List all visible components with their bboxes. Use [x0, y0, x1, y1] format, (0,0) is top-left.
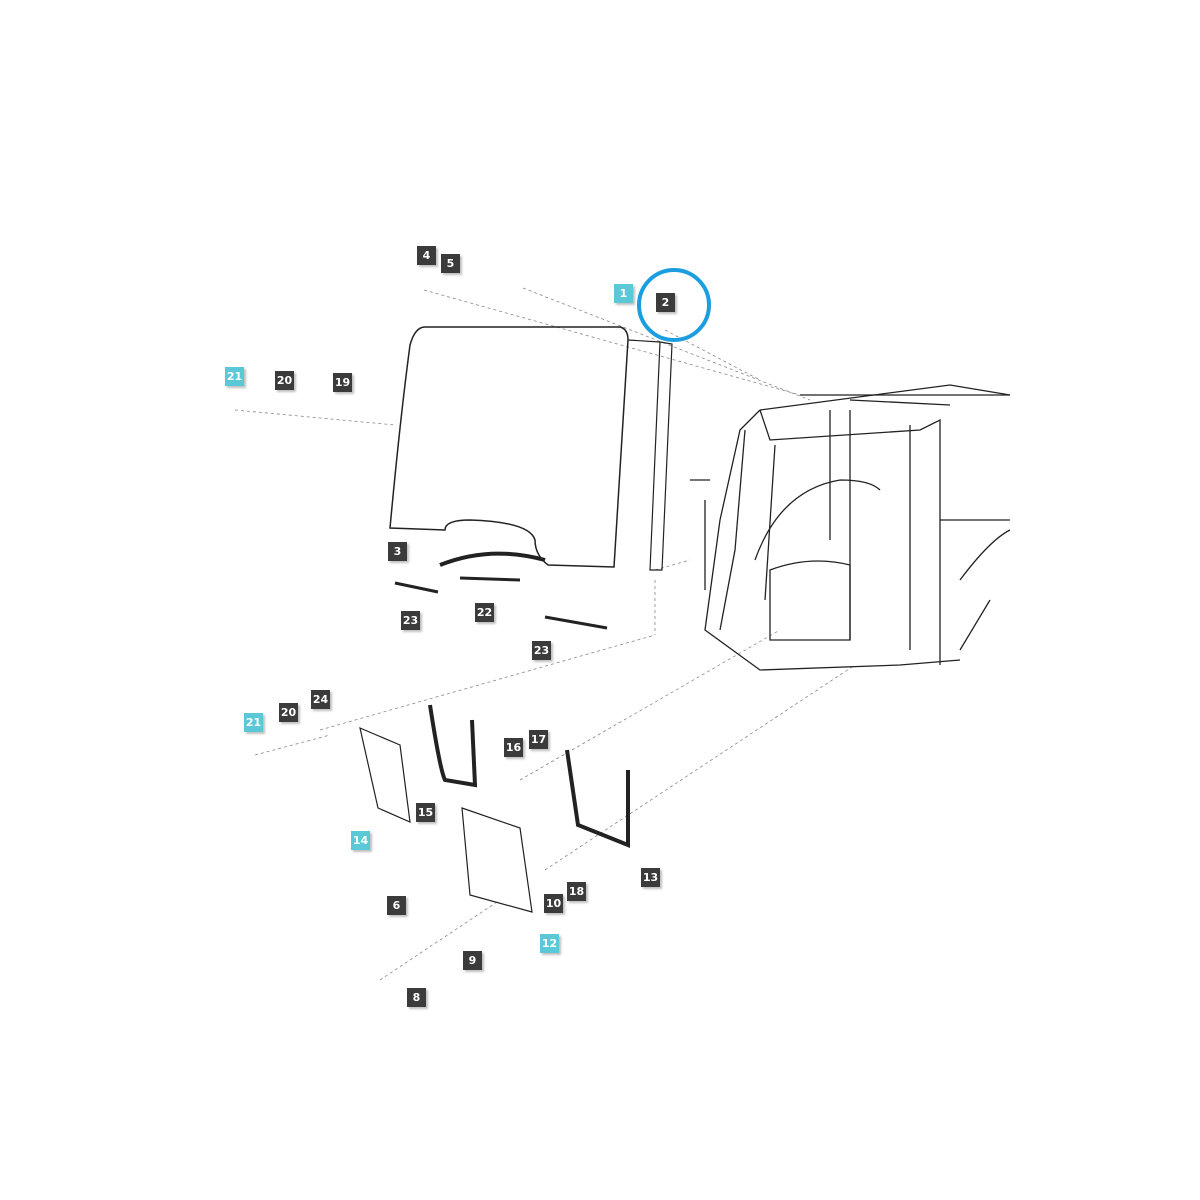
callout-label-18: 18 — [567, 882, 586, 901]
callout-label-15: 15 — [416, 803, 435, 822]
callout-label-2: 2 — [656, 293, 675, 312]
leader-lines — [234, 287, 856, 981]
callout-label-22: 22 — [475, 603, 494, 622]
callout-label-23: 23 — [401, 611, 420, 630]
callout-label-3: 3 — [388, 542, 407, 561]
callout-label-5: 5 — [441, 254, 460, 273]
callout-label-21: 21 — [244, 713, 263, 732]
callout-label-23: 23 — [532, 641, 551, 660]
side-glass-12 — [461, 807, 533, 913]
seal-13 — [565, 749, 630, 848]
side-glass-14 — [359, 726, 411, 823]
callout-label-21: 21 — [225, 367, 244, 386]
seal-strip — [649, 341, 673, 571]
callout-label-8: 8 — [407, 988, 426, 1007]
seal-15 — [428, 704, 478, 788]
cab-frame — [690, 384, 1011, 671]
callout-label-1: 1 — [614, 284, 633, 303]
callout-label-16: 16 — [504, 738, 523, 757]
rear-window-glass — [389, 326, 629, 568]
highlight-circle — [637, 268, 711, 342]
callout-label-6: 6 — [387, 896, 406, 915]
callout-label-20: 20 — [275, 371, 294, 390]
callout-label-17: 17 — [529, 730, 548, 749]
callout-label-19: 19 — [333, 373, 352, 392]
callout-label-24: 24 — [311, 690, 330, 709]
callout-label-10: 10 — [544, 894, 563, 913]
callout-label-13: 13 — [641, 868, 660, 887]
callout-label-9: 9 — [463, 951, 482, 970]
callout-label-4: 4 — [417, 246, 436, 265]
callout-label-20: 20 — [279, 703, 298, 722]
wiper-arc — [439, 551, 546, 567]
callout-label-12: 12 — [540, 934, 559, 953]
callout-label-14: 14 — [351, 831, 370, 850]
